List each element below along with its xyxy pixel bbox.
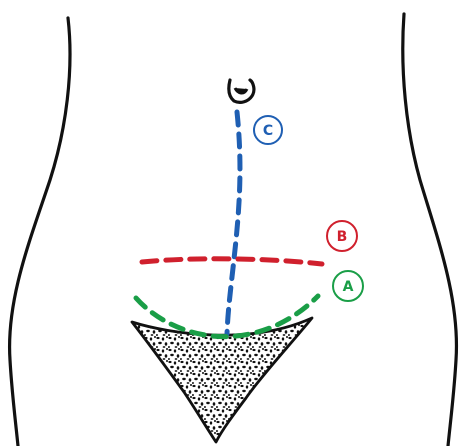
left-torso-outline	[10, 18, 70, 446]
label-c: C	[254, 116, 282, 144]
label-a: A	[333, 271, 363, 301]
incision-c-line	[227, 112, 240, 334]
label-a-text: A	[343, 279, 354, 295]
label-c-text: C	[263, 123, 273, 139]
label-b-text: B	[337, 229, 348, 245]
incision-b-line	[142, 259, 322, 264]
right-torso-outline	[403, 14, 457, 446]
label-b: B	[327, 221, 357, 251]
navel-icon	[229, 80, 254, 102]
